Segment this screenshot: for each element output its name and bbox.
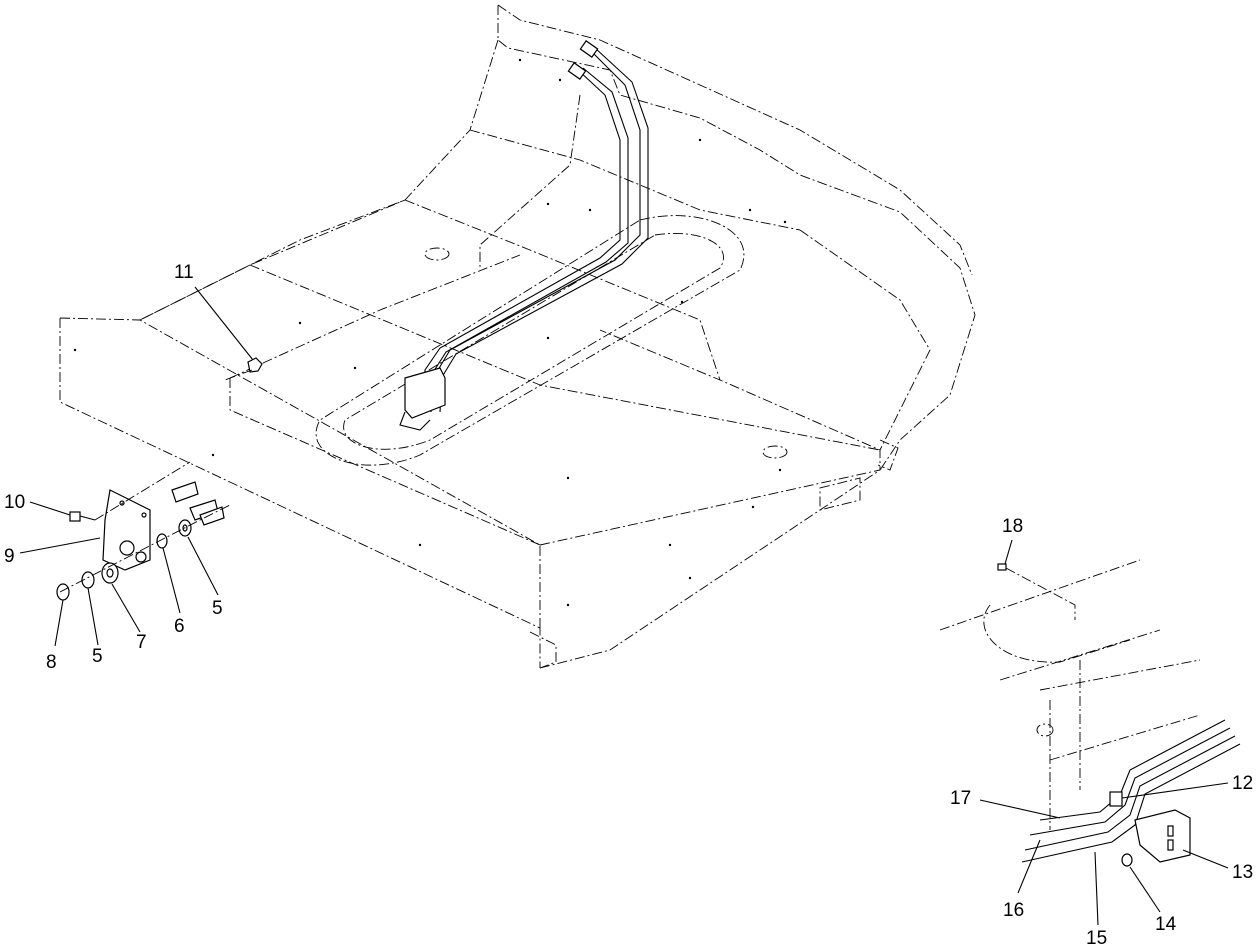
callout-16: 16 [1003,900,1024,921]
hydraulic-tube-assembly [399,40,649,431]
callout-18: 18 [1002,516,1023,537]
callout-5-lower: 5 [92,646,103,667]
callout-8: 8 [46,652,57,673]
callout-11: 11 [174,262,194,283]
leader-lines [19,286,1229,926]
callout-5-upper: 5 [212,598,223,619]
callout-9: 9 [4,546,15,567]
detail-view-tube-clamp [939,559,1241,867]
callout-6: 6 [174,616,185,637]
mower-deck-frame [59,4,976,669]
callout-10: 10 [4,492,25,513]
callout-13: 13 [1232,862,1253,883]
callout-12: 12 [1232,773,1253,794]
bracket-hardware-group [56,357,263,601]
callout-labels: 11 10 9 8 5 7 6 5 18 12 17 13 16 14 15 [4,262,1253,949]
callout-17: 17 [950,788,971,809]
callout-15: 15 [1086,928,1107,949]
callout-7: 7 [136,632,147,653]
callout-14: 14 [1155,914,1177,935]
